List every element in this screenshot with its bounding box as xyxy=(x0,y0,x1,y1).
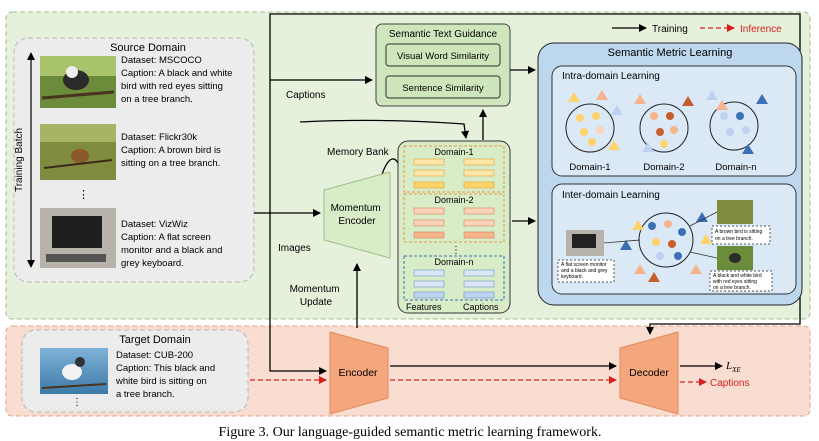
source-caption-3c: grey keyboard. xyxy=(121,258,184,269)
target-caption-c: a tree branch. xyxy=(116,389,175,400)
output-captions-label: Captions xyxy=(710,378,749,389)
sentence-similarity-box xyxy=(385,75,501,99)
inter-domain-cluster xyxy=(620,212,712,282)
inter-caption-2b: and a black and grey xyxy=(561,268,608,274)
sml-title: Semantic Metric Learning xyxy=(608,47,733,59)
memory-domain-2-label: Domain-2 xyxy=(434,195,473,205)
inter-caption-box-1 xyxy=(711,225,771,245)
inter-caption-1a: A brown bird is sitting xyxy=(715,229,762,235)
source-dataset-3: Dataset: VizWiz xyxy=(121,219,188,230)
memory-features-label: Features xyxy=(406,302,442,312)
source-domain-title: Source Domain xyxy=(110,42,186,54)
svg-text:A black and white bird wit: A black and white bird with red eyes sit… xyxy=(713,273,763,291)
inter-caption-2a: A flat screen monitor xyxy=(561,262,607,268)
target-dataset: Dataset: CUB-200 xyxy=(116,350,193,361)
source-caption-2a: Caption: A brown bird is xyxy=(121,145,221,156)
svg-text:Dataset: VizWiz Caption:: Dataset: VizWiz Caption: A flat screen m… xyxy=(121,219,225,269)
svg-text:Dataset: Flickr30k Caption: Dataset: Flickr30k Caption: A brown bird… xyxy=(121,132,223,169)
momentum-encoder-2: Encoder xyxy=(338,216,376,227)
memory-domain-2 xyxy=(403,193,505,243)
memory-ellipsis: ⋮ xyxy=(451,245,461,256)
intra-domain-1-cluster xyxy=(565,90,623,153)
source-caption-3a: Caption: A flat screen xyxy=(121,232,211,243)
target-domain-title: Target Domain xyxy=(119,334,191,346)
visual-word-similarity: Visual Word Similarity xyxy=(397,51,489,62)
loss-label: LXE xyxy=(725,360,741,374)
svg-text:Momentum Encoder: Momentum Encoder xyxy=(331,203,384,227)
figure-caption: Figure 3. Our language-guided semantic m… xyxy=(219,425,602,440)
source-image-vizwiz xyxy=(40,208,116,268)
inter-caption-3b: with red eyes sitting xyxy=(713,279,757,285)
source-ellipsis: ⋮ xyxy=(78,189,89,201)
memory-domain-1-bars xyxy=(413,158,495,189)
source-image-mscoco xyxy=(40,56,116,108)
svg-text:Dataset: CUB-200 Caption:: Dataset: CUB-200 Caption: This black and… xyxy=(115,350,218,400)
source-dataset-1: Dataset: MSCOCO xyxy=(121,55,202,66)
intra-domain-n-cluster xyxy=(706,90,768,154)
legend-inference: Inference xyxy=(740,24,782,35)
memory-domain-2-bars xyxy=(413,207,495,239)
guidance-title: Semantic Text Guidance xyxy=(389,29,498,40)
memory-domain-1-label: Domain-1 xyxy=(434,147,473,157)
memory-domain-n-label: Domain-n xyxy=(434,257,473,267)
training-batch-label: Training Batch xyxy=(14,128,25,192)
source-caption-3b: monitor and a black and xyxy=(121,245,222,256)
inter-caption-3a: A black and white bird xyxy=(713,273,762,279)
captions-label: Captions xyxy=(286,90,325,101)
svg-text:A flat screen monitor and: A flat screen monitor and a black and gr… xyxy=(561,262,609,280)
decoder xyxy=(619,331,679,415)
encoder-label: Encoder xyxy=(338,367,378,379)
momentum-encoder xyxy=(323,171,391,259)
source-dataset-2: Dataset: Flickr30k xyxy=(121,132,197,143)
momentum-encoder-1: Momentum xyxy=(331,203,381,214)
memory-domain-n xyxy=(403,255,505,301)
intra-domain-1-label: Domain-1 xyxy=(569,162,610,173)
decoder-label: Decoder xyxy=(629,367,669,379)
svg-text:Dataset: MSCOCO Caption: A: Dataset: MSCOCO Caption: A black and whi… xyxy=(121,55,235,105)
source-image-flickr30k xyxy=(40,124,116,180)
target-image-cub xyxy=(40,348,108,394)
memory-domain-n-bars xyxy=(413,269,495,299)
intra-title: Intra-domain Learning xyxy=(562,71,660,82)
inter-caption-3c: on a tree branch. xyxy=(713,285,751,291)
memory-bank-label: Memory Bank xyxy=(327,147,390,158)
target-caption-a: Caption: This black and xyxy=(116,363,215,374)
visual-word-similarity-box xyxy=(385,43,501,67)
source-caption-1b: bird with red eyes sitting xyxy=(121,81,223,92)
svg-text:A brown bird is sitting on: A brown bird is sitting on a tree branch… xyxy=(715,229,764,242)
source-caption-2b: sitting on a tree branch. xyxy=(121,158,220,169)
inter-caption-box-2 xyxy=(557,259,615,283)
momentum-update-2: Update xyxy=(300,297,333,308)
legend-training: Training xyxy=(652,24,688,35)
sentence-similarity: Sentence Similarity xyxy=(402,83,484,94)
svg-text:Momentum Update: Momentum Update xyxy=(290,284,343,308)
target-caption-b: white bird is sitting on xyxy=(115,376,207,387)
encoder xyxy=(329,331,389,415)
images-to-encoder-arrow xyxy=(269,213,327,375)
source-caption-1a: Caption: A black and white xyxy=(121,68,232,79)
intra-domain-2-cluster xyxy=(634,94,694,153)
inter-caption-1b: on a tree branch. xyxy=(715,236,753,242)
inter-caption-2c: keyboard. xyxy=(561,274,583,280)
inter-caption-box-3 xyxy=(709,270,773,292)
intra-domain-panel xyxy=(551,65,797,177)
inter-thumb-brown-bird xyxy=(717,200,753,224)
source-caption-1c: on a tree branch. xyxy=(121,94,193,105)
momentum-update-1: Momentum xyxy=(290,284,340,295)
intra-domain-n-label: Domain-n xyxy=(715,162,756,173)
target-ellipsis: ⋮ xyxy=(72,397,82,408)
intra-domain-2-label: Domain-2 xyxy=(643,162,684,173)
captions-to-memory-arrow xyxy=(299,119,469,139)
inter-title: Inter-domain Learning xyxy=(562,190,660,201)
memory-domain-1 xyxy=(403,145,505,193)
memory-captions-label: Captions xyxy=(463,302,499,312)
images-label: Images xyxy=(278,243,311,254)
